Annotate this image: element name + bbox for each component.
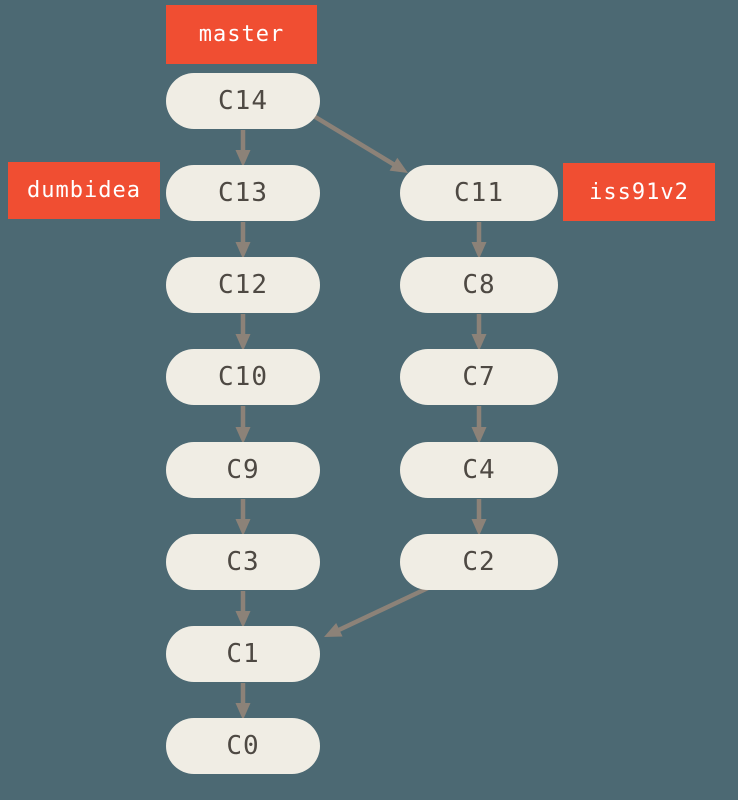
commit-node-C4: C4	[400, 442, 558, 498]
commit-node-C1: C1	[166, 626, 320, 682]
edge-C9-to-C3	[235, 499, 251, 536]
edge-C11-to-C8	[471, 222, 487, 259]
commit-node-C10: C10	[166, 349, 320, 405]
edge-C10-to-C9	[235, 406, 251, 444]
edge-C7-to-C4	[471, 406, 487, 444]
branch-label-master: master	[166, 5, 317, 64]
commit-node-C13: C13	[166, 165, 320, 221]
edge-C3-to-C1	[235, 591, 251, 628]
commit-node-C14: C14	[166, 73, 320, 129]
edge-C13-to-C12	[235, 222, 251, 259]
commit-node-C8: C8	[400, 257, 558, 313]
branch-label-dumbidea: dumbidea	[8, 162, 160, 219]
commit-node-C7: C7	[400, 349, 558, 405]
commit-node-C11: C11	[400, 165, 558, 221]
commit-node-C12: C12	[166, 257, 320, 313]
commit-node-C2: C2	[400, 534, 558, 590]
branch-label-iss91v2: iss91v2	[563, 163, 715, 221]
edge-C2-to-C1	[324, 584, 431, 637]
commit-node-C0: C0	[166, 718, 320, 774]
edge-C4-to-C2	[471, 499, 487, 536]
edge-C12-to-C10	[235, 314, 251, 351]
commit-node-C9: C9	[166, 442, 320, 498]
edge-C14-to-C13	[235, 130, 251, 167]
edge-C8-to-C7	[471, 314, 487, 351]
commit-node-C3: C3	[166, 534, 320, 590]
edge-C1-to-C0	[235, 683, 251, 720]
edge-C14-to-C11	[310, 113, 408, 173]
